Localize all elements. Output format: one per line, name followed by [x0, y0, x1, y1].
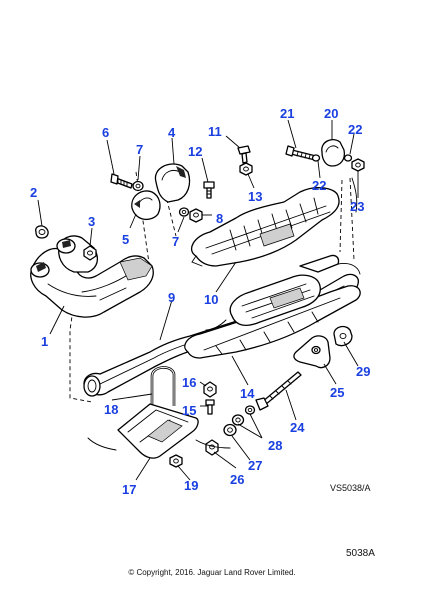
callout-7a: 7: [136, 142, 143, 157]
callout-7b: 7: [172, 234, 179, 249]
clamp-20: [321, 138, 346, 167]
callout-24: 24: [290, 420, 305, 435]
clamp-bracket-17: [117, 403, 199, 459]
callout-16: 16: [182, 375, 196, 390]
washers-27-28: [223, 405, 256, 437]
bolt-12: [203, 181, 215, 199]
bolt-21: [285, 145, 317, 161]
callout-12: 12: [188, 144, 202, 159]
callout-18: 18: [104, 402, 118, 417]
callout-19: 19: [184, 478, 198, 493]
reference-code: VS5038/A: [330, 483, 371, 493]
nut-13: [239, 162, 253, 176]
leader-lines: [37, 119, 359, 481]
catalyst-body: [205, 254, 340, 331]
clamp-5: [131, 190, 161, 220]
washer-7: [132, 180, 144, 192]
copyright-notice: © Copyright, 2016. Jaguar Land Rover Lim…: [128, 568, 295, 577]
callout-22a: 22: [348, 122, 362, 137]
clamp-4: [154, 163, 191, 203]
mounting-rubber-29: [333, 325, 353, 347]
nut-16: [203, 381, 217, 398]
callout-21: 21: [280, 106, 294, 121]
callout-11: 11: [208, 124, 222, 139]
callout-23: 23: [350, 199, 364, 214]
nut-3: [83, 245, 97, 261]
callout-8: 8: [216, 211, 223, 226]
callout-14: 14: [240, 386, 255, 401]
bolt-15: [205, 399, 215, 415]
stud-6: [110, 173, 133, 189]
heat-shield-10: [191, 186, 340, 267]
nut-26: [205, 439, 219, 456]
u-bolt-18: [150, 366, 176, 406]
callout-26: 26: [230, 472, 244, 487]
callout-2: 2: [30, 185, 37, 200]
callout-labels: 1 2 3 4 5 6 7 7 8 9 10 11 12 13 14 15 16…: [30, 106, 370, 497]
callout-10: 10: [204, 292, 218, 307]
callout-20: 20: [324, 106, 338, 121]
callout-15: 15: [182, 403, 196, 418]
nut-23: [351, 158, 365, 172]
washer-22: [311, 154, 353, 162]
callout-6: 6: [102, 125, 109, 140]
context-arcs: [87, 177, 361, 451]
bolt-24: [255, 371, 302, 411]
gasket-2: [35, 225, 49, 239]
front-downpipe-assembly: [30, 235, 154, 318]
callout-4: 4: [168, 125, 176, 140]
callout-1: 1: [41, 334, 48, 349]
bolt-11: [237, 145, 251, 164]
callout-3: 3: [88, 214, 95, 229]
washer-7b: [178, 207, 190, 217]
nut-19: [169, 454, 183, 468]
callout-29: 29: [356, 364, 370, 379]
callout-25: 25: [330, 385, 344, 400]
callout-22b: 22: [312, 178, 326, 193]
bracket-25: [293, 335, 331, 369]
callout-27: 27: [248, 458, 262, 473]
nut-8: [189, 208, 203, 223]
callout-9: 9: [168, 290, 175, 305]
callout-13: 13: [248, 189, 262, 204]
callout-28: 28: [268, 438, 282, 453]
callout-17: 17: [122, 482, 136, 497]
callout-5: 5: [122, 232, 129, 247]
rear-heat-shield-14: [184, 285, 361, 359]
figure-number: 5038A: [346, 548, 375, 559]
